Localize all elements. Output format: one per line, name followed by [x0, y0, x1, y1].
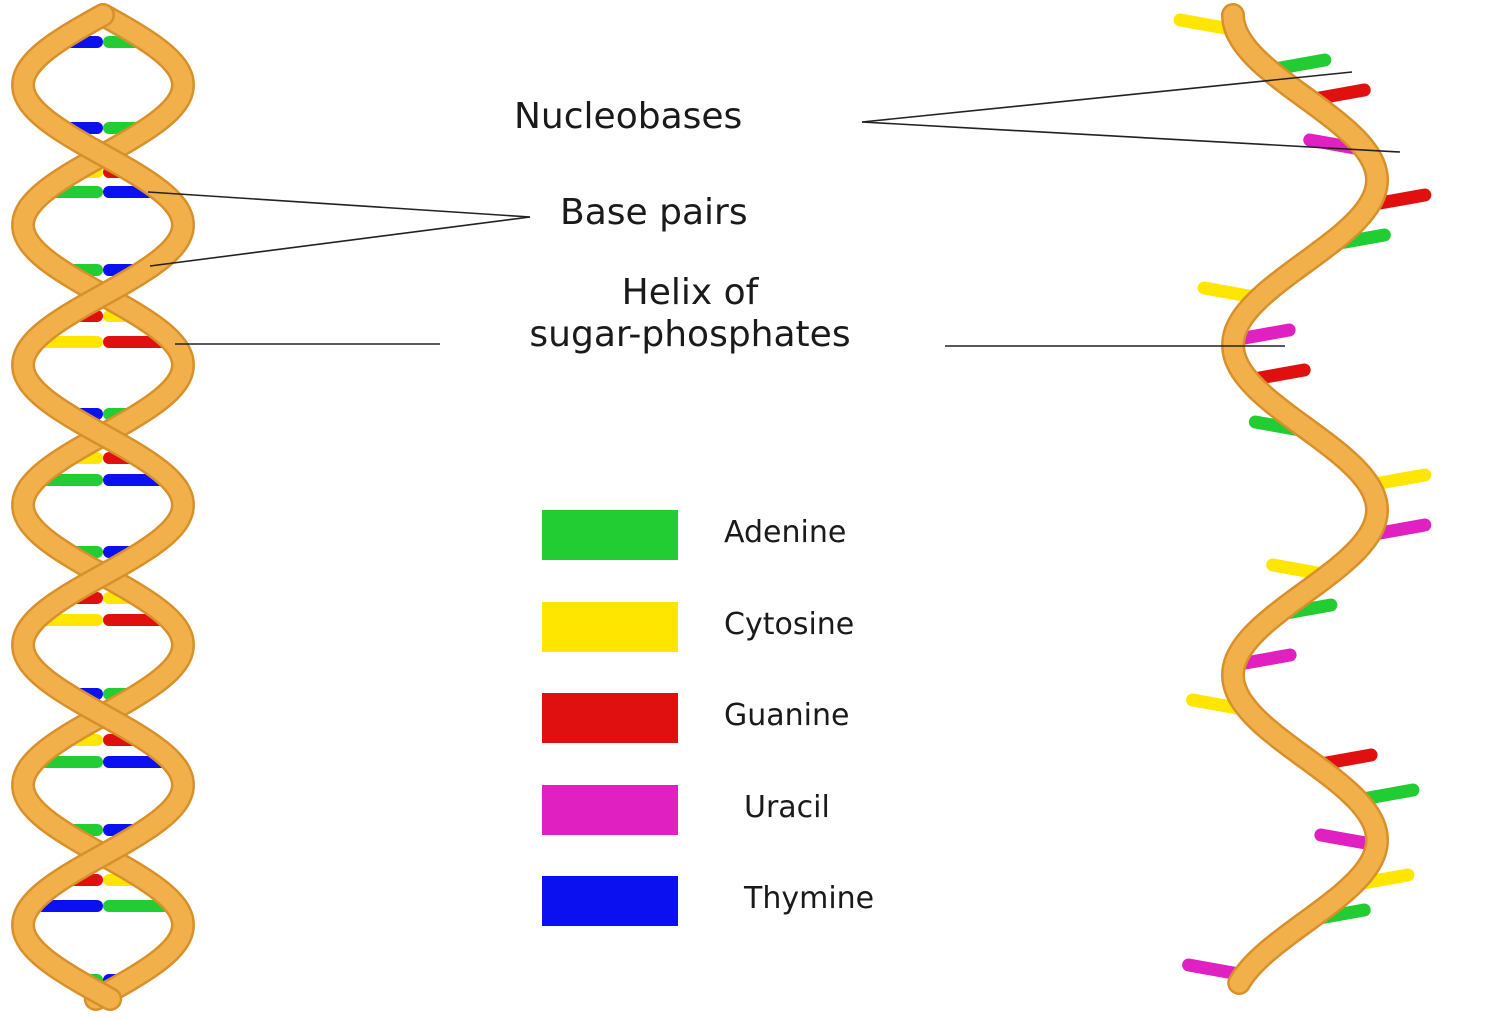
label-nucleobases: Nucleobases	[514, 96, 742, 137]
label-helix-line-1: Helix of	[430, 272, 950, 314]
legend-label-guanine: Guanine	[724, 698, 849, 733]
leader-line-1	[862, 72, 1352, 122]
leader-line-4	[150, 217, 530, 266]
legend-label-uracil: Uracil	[744, 790, 830, 825]
label-helix-line-2: sugar-phosphates	[430, 314, 950, 356]
label-helix-of-sugar-phosphates: Helix of sugar-phosphates	[430, 272, 950, 356]
dna-double-helix	[23, 15, 183, 999]
legend-swatch-thymine	[542, 876, 678, 926]
legend-swatch-uracil	[542, 785, 678, 835]
legend-label-thymine: Thymine	[744, 881, 874, 916]
legend-swatch-cytosine	[542, 602, 678, 652]
dna-strand-2	[23, 15, 183, 999]
leader-line-3	[148, 192, 530, 217]
label-base-pairs: Base pairs	[560, 192, 748, 233]
legend-swatch-guanine	[542, 693, 678, 743]
legend-swatch-adenine	[542, 510, 678, 560]
legend-label-cytosine: Cytosine	[724, 607, 854, 642]
legend-label-adenine: Adenine	[724, 515, 846, 550]
